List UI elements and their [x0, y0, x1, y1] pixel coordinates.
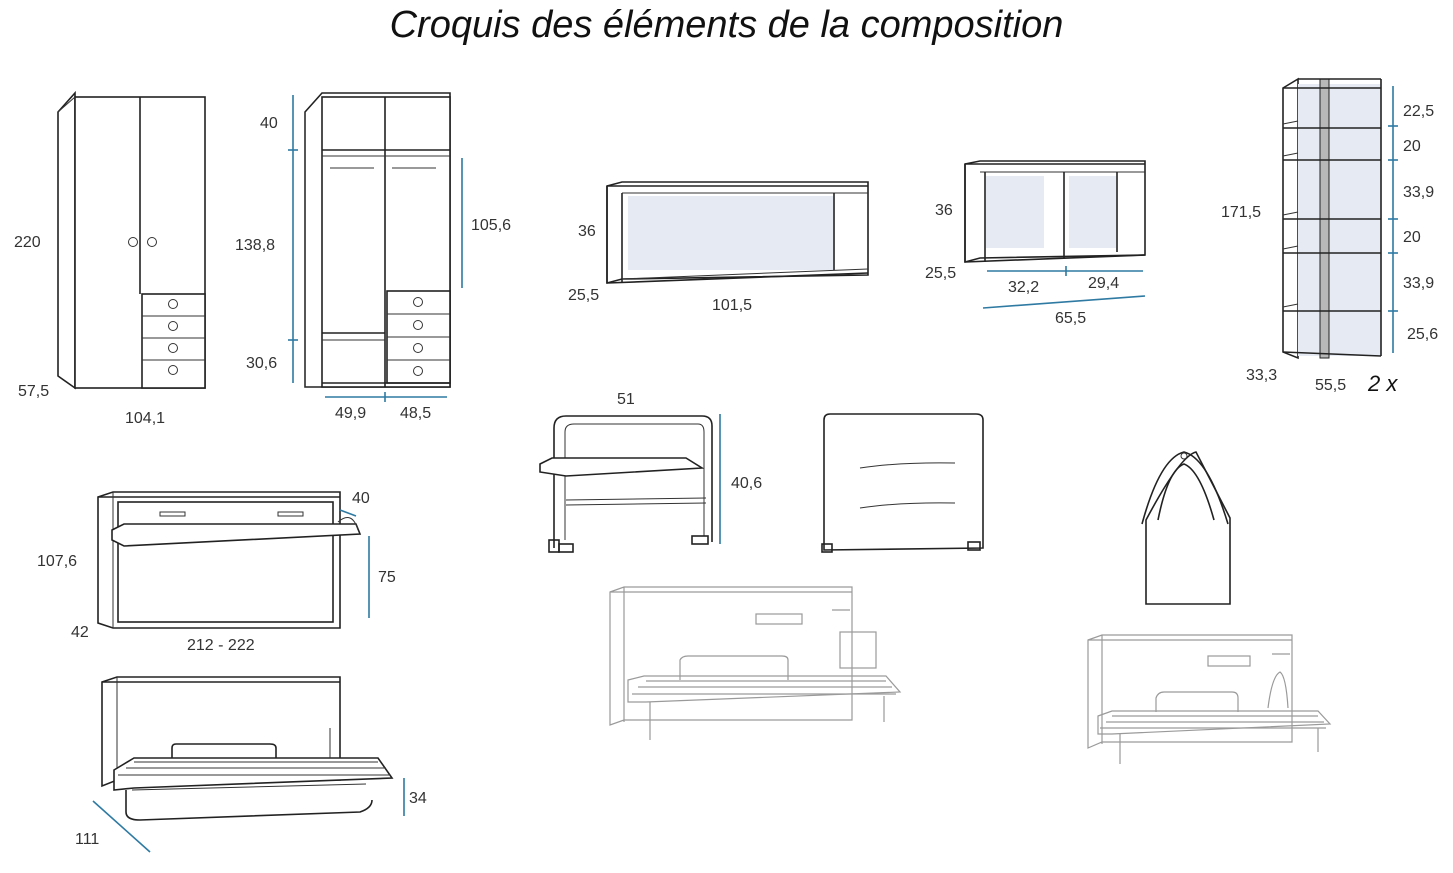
bed-open-height-label: 34: [409, 790, 427, 807]
open-shelf-width-label: 101,5: [712, 297, 752, 314]
interior-width-left-label: 49,9: [335, 405, 366, 422]
interior-middle-label: 138,8: [235, 237, 275, 254]
arch-panel-drawing: [1141, 451, 1231, 605]
desk-frame-drawing: [539, 415, 713, 553]
split-shelf-width-right-label: 29,4: [1088, 275, 1119, 292]
folding-bed-width-label: 212 - 222: [187, 637, 255, 654]
interior-hanging-label: 105,6: [471, 217, 511, 234]
split-shelf-dimension-lines: [982, 266, 1146, 309]
folding-bed-height-label: 107,6: [37, 553, 77, 570]
split-shelf-width-total-label: 65,5: [1055, 310, 1086, 327]
bed-grey-view-center: [609, 586, 902, 740]
split-shelf-drawing: [964, 160, 1146, 264]
shelf-gap-1-label: 22,5: [1403, 103, 1434, 120]
tall-shelving-height-label: 171,5: [1221, 204, 1261, 221]
bed-open-depth-label: 111: [75, 831, 99, 848]
open-shelf-drawing: [606, 181, 869, 285]
folding-bed-dimension-lines: [339, 509, 370, 618]
folding-bed-closed-drawing: [97, 491, 362, 629]
shelf-gap-3-label: 33,9: [1403, 184, 1434, 201]
interior-width-right-label: 48,5: [400, 405, 431, 422]
bed-grey-view-right: [1087, 634, 1332, 764]
shelf-gap-6-label: 25,6: [1407, 326, 1438, 343]
folding-bed-desk-height-label: 75: [378, 569, 396, 586]
open-shelf-height-label: 36: [578, 223, 596, 240]
wardrobe-width-label: 104,1: [125, 410, 165, 427]
wardrobe-depth-label: 57,5: [18, 383, 49, 400]
page-title: Croquis des éléments de la composition: [389, 4, 1064, 46]
open-shelf-depth-label: 25,5: [568, 287, 599, 304]
folding-bed-depth-label: 42: [71, 624, 89, 641]
shelf-gap-5-label: 33,9: [1403, 275, 1434, 292]
tall-shelving-quantity-label: 2 x: [1367, 371, 1398, 396]
folding-bed-top-depth-label: 40: [352, 490, 370, 507]
desk-frame-width-label: 51: [617, 391, 635, 408]
interior-top-label: 40: [260, 115, 278, 132]
headboard-panel-drawing: [821, 413, 984, 553]
bed-open-dimension-lines: [92, 778, 405, 853]
tall-shelving-drawing: [1282, 77, 1382, 360]
tall-shelving-depth-label: 33,3: [1246, 367, 1277, 384]
shelf-gap-2-label: 20: [1403, 138, 1421, 155]
tall-shelving-dimension-lines: [1388, 86, 1398, 353]
wardrobe-interior-dimension-lines: [288, 95, 463, 402]
split-shelf-depth-label: 25,5: [925, 265, 956, 282]
wardrobe-drawing: [57, 90, 206, 390]
split-shelf-width-left-label: 32,2: [1008, 279, 1039, 296]
wardrobe-interior-drawing: [304, 92, 451, 388]
desk-frame-height-label: 40,6: [731, 475, 762, 492]
split-shelf-height-label: 36: [935, 202, 953, 219]
interior-bottom-label: 30,6: [246, 355, 277, 372]
folding-bed-open-drawing: [101, 676, 394, 821]
wardrobe-height-label: 220: [14, 234, 41, 251]
shelf-gap-4-label: 20: [1403, 229, 1421, 246]
tall-shelving-width-label: 55,5: [1315, 377, 1346, 394]
